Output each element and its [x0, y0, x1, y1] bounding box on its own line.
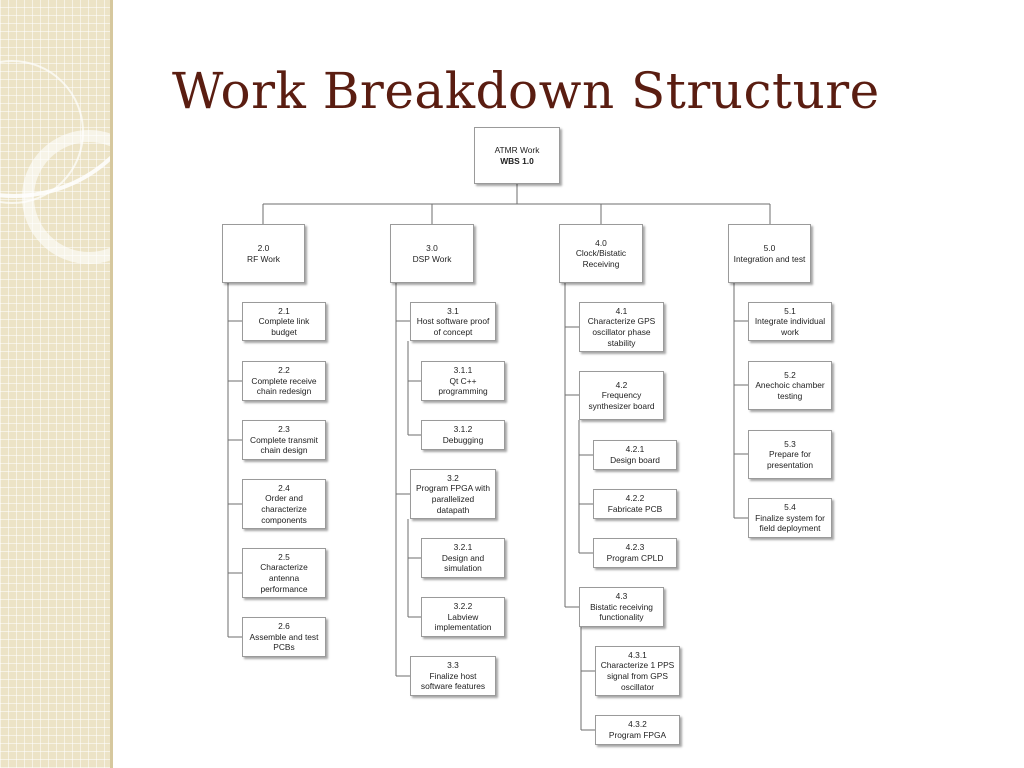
- decorative-sidebar: [0, 0, 113, 768]
- node-id: 4.3.1: [628, 649, 647, 660]
- node-label: Fabricate PCB: [607, 504, 663, 514]
- node-id: 5.3: [784, 438, 796, 449]
- node-label: Assemble and test PCBs: [249, 631, 319, 653]
- wbs-node-2-3: 2.3 Complete transmit chain design: [242, 420, 326, 460]
- node-label: Program CPLD: [606, 553, 664, 563]
- wbs-node-3-2-1: 3.2.1 Design and simulation: [421, 538, 505, 578]
- node-id: 2.2: [278, 365, 290, 376]
- node-id: 5.1: [784, 305, 796, 316]
- wbs-node-4-2-2: 4.2.2 Fabricate PCB: [593, 489, 677, 519]
- wbs-node-2-5: 2.5 Characterize antenna performance: [242, 548, 326, 598]
- wbs-node-2-4: 2.4 Order and characterize components: [242, 479, 326, 529]
- node-label: Program FPGA with parallelized datapath: [415, 483, 490, 515]
- node-id: 2.4: [278, 482, 290, 493]
- node-id: 4.2.1: [625, 444, 645, 455]
- node-id: 4.2.3: [625, 542, 645, 553]
- node-id: 3.3: [447, 660, 459, 671]
- wbs-node-4-1: 4.1 Characterize GPS oscillator phase st…: [579, 302, 664, 352]
- node-id: 3.1.1: [453, 365, 473, 376]
- node-label: Design board: [610, 455, 660, 465]
- node-id: 2.0: [257, 242, 270, 253]
- wbs-node-5-0: 5.0 Integration and test: [728, 224, 811, 283]
- node-label: Labview implementation: [434, 611, 492, 633]
- node-label: Program FPGA: [608, 730, 667, 740]
- node-label: RF Work: [247, 253, 280, 264]
- node-label: Host software proof of concept: [416, 316, 490, 337]
- wbs-node-2-0: 2.0 RF Work: [222, 224, 305, 283]
- node-label: Frequency synthesizer board: [588, 390, 655, 411]
- wbs-node-2-1: 2.1 Complete link budget: [242, 302, 326, 341]
- wbs-node-2-2: 2.2 Complete receive chain redesign: [242, 361, 326, 401]
- node-id: 2.6: [278, 621, 290, 632]
- wbs-node-4-2-1: 4.2.1 Design board: [593, 440, 677, 470]
- node-label: Characterize antenna performance: [260, 562, 308, 594]
- node-label: Integration and test: [733, 253, 806, 264]
- wbs-node-4-3: 4.3 Bistatic receiving functionality: [579, 587, 664, 627]
- wbs-node-5-2: 5.2 Anechoic chamber testing: [748, 361, 832, 410]
- node-id: 3.2.1: [453, 542, 473, 553]
- node-label: Characterize 1 PPS signal from GPS oscil…: [600, 660, 675, 692]
- node-id: 3.2.2: [453, 601, 473, 612]
- wbs-node-3-3: 3.3 Finalize host software features: [410, 656, 496, 696]
- node-id: 4.3.2: [628, 719, 647, 730]
- node-id: 3.0: [426, 242, 438, 253]
- node-id: 4.1: [615, 305, 628, 316]
- node-label: Anechoic chamber testing: [755, 380, 825, 401]
- wbs-node-root: ATMR Work WBS 1.0: [474, 127, 560, 184]
- wbs-node-5-4: 5.4 Finalize system for field deployment: [748, 498, 832, 538]
- wbs-node-3-1: 3.1 Host software proof of concept: [410, 302, 496, 341]
- wbs-node-4-0: 4.0 Clock/Bistatic Receiving: [559, 224, 643, 283]
- node-label: Characterize GPS oscillator phase stabil…: [587, 316, 656, 348]
- node-id: 4.0: [595, 237, 607, 248]
- wbs-node-3-1-1: 3.1.1 Qt C++ programming: [421, 361, 505, 401]
- node-label: Design and simulation: [441, 552, 485, 574]
- node-root-id: WBS 1.0: [500, 155, 534, 166]
- wbs-node-2-6: 2.6 Assemble and test PCBs: [242, 617, 326, 657]
- wbs-node-5-3: 5.3 Prepare for presentation: [748, 430, 832, 479]
- node-id: 2.1: [278, 305, 290, 316]
- wbs-node-3-1-2: 3.1.2 Debugging: [421, 420, 505, 450]
- node-label: Complete receive chain redesign: [251, 375, 317, 397]
- node-label: Order and characterize components: [261, 493, 307, 525]
- wbs-node-3-2-2: 3.2.2 Labview implementation: [421, 597, 505, 637]
- node-id: 4.2.2: [625, 493, 645, 504]
- node-label: Debugging: [442, 435, 484, 445]
- node-label: Qt C++ programming: [438, 375, 488, 397]
- node-label: Complete link budget: [258, 316, 310, 337]
- wbs-node-4-2: 4.2 Frequency synthesizer board: [579, 371, 664, 420]
- wbs-node-4-3-1: 4.3.1 Characterize 1 PPS signal from GPS…: [595, 646, 680, 696]
- wbs-node-3-2: 3.2 Program FPGA with parallelized datap…: [410, 469, 496, 519]
- sidebar-edge: [110, 0, 113, 768]
- node-label: Integrate individual work: [754, 316, 826, 337]
- node-label: Bistatic receiving functionality: [590, 601, 653, 623]
- wbs-node-4-3-2: 4.3.2 Program FPGA: [595, 715, 680, 745]
- wbs-node-4-2-3: 4.2.3 Program CPLD: [593, 538, 677, 568]
- node-id: 3.1: [447, 305, 459, 316]
- node-id: 5.4: [784, 502, 796, 513]
- node-root-title: ATMR Work: [494, 144, 540, 155]
- node-label: Finalize host software features: [420, 670, 486, 692]
- node-label: DSP Work: [412, 253, 452, 264]
- node-label: Complete transmit chain design: [250, 434, 318, 456]
- node-id: 2.3: [278, 424, 290, 435]
- wbs-node-5-1: 5.1 Integrate individual work: [748, 302, 832, 341]
- node-label: Finalize system for field deployment: [755, 512, 825, 534]
- node-id: 2.5: [278, 551, 290, 562]
- node-id: 4.2: [615, 379, 628, 390]
- node-id: 5.2: [784, 369, 796, 380]
- node-label: Prepare for presentation: [766, 449, 814, 470]
- node-label: Clock/Bistatic Receiving: [575, 248, 627, 269]
- node-id: 3.1.2: [453, 424, 473, 435]
- node-id: 4.3: [615, 591, 628, 602]
- node-id: 5.0: [763, 242, 776, 253]
- wbs-node-3-0: 3.0 DSP Work: [390, 224, 474, 283]
- slide-title: Work Breakdown Structure: [172, 62, 880, 120]
- node-id: 3.2: [447, 472, 459, 483]
